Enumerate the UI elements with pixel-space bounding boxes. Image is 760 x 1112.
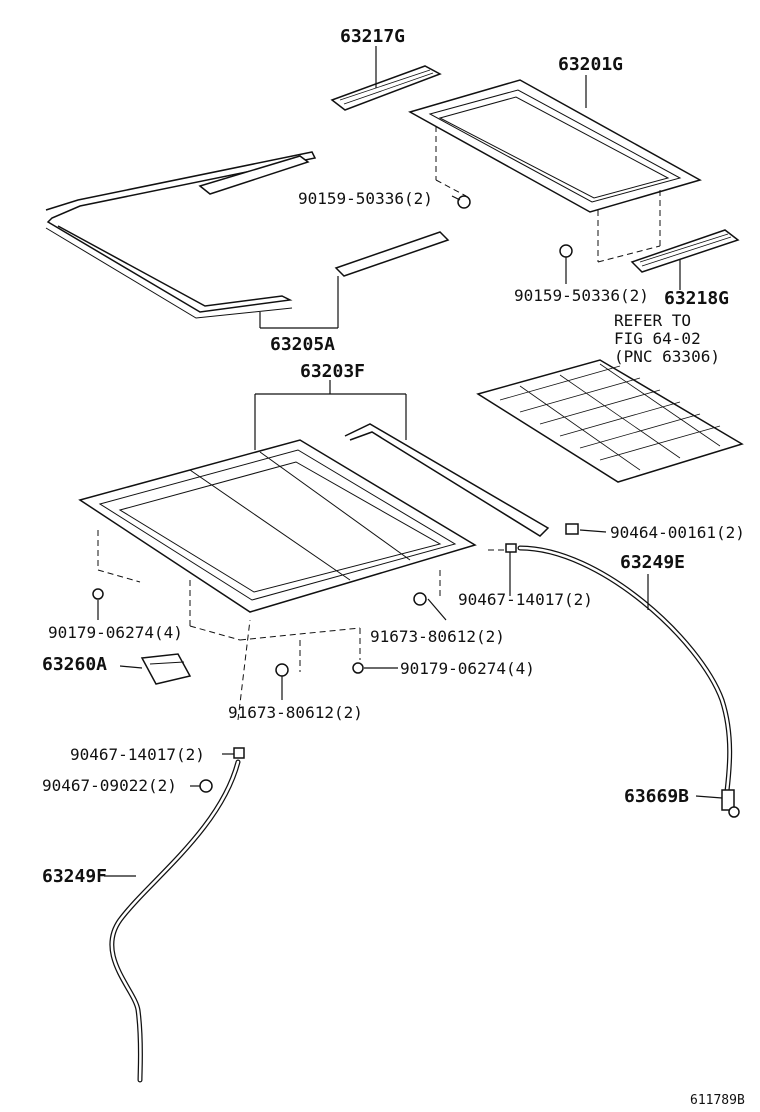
label-90467-09022: 90467-09022(2): [42, 776, 177, 795]
sunshade-panel-drawing: [476, 359, 744, 483]
part-63205A-drawing: [45, 151, 450, 329]
screw-90179-mid: [352, 662, 398, 674]
part-63669B-drawing: [695, 789, 740, 818]
label-63249F: 63249F: [42, 866, 107, 887]
label-90467-right: 90467-14017(2): [458, 590, 593, 609]
label-63205A: 63205A: [270, 334, 335, 355]
part-63249E-drawing: [517, 545, 733, 803]
label-refer-line1: REFER TO: [614, 311, 691, 330]
clip-90464: [565, 523, 607, 535]
part-63203F-drawing: [78, 380, 550, 672]
label-63201G: 63201G: [558, 54, 623, 75]
label-refer-line2: FIG 64-02: [614, 329, 701, 348]
label-91673-mid: 91673-80612(2): [228, 703, 363, 722]
label-63669B: 63669B: [624, 786, 689, 807]
label-90179-left: 90179-06274(4): [48, 623, 183, 642]
label-90179-mid: 90179-06274(4): [400, 659, 535, 678]
part-63201G-drawing: [408, 75, 702, 263]
label-90159-lower: 90159-50336(2): [514, 286, 649, 305]
clamp-90467-left: [222, 619, 251, 759]
part-63260A-drawing: [119, 653, 192, 685]
label-63218G: 63218G: [664, 288, 729, 309]
label-91673-right: 91673-80612(2): [370, 627, 505, 646]
clamp-90467-09022: [190, 779, 213, 793]
label-refer-line3: (PNC 63306): [614, 347, 720, 366]
figure-id: 611789B: [690, 1093, 745, 1108]
part-63249F-drawing: [104, 759, 241, 1083]
label-90159-upper: 90159-50336(2): [298, 189, 433, 208]
label-90467-left: 90467-14017(2): [70, 745, 205, 764]
label-63260A: 63260A: [42, 654, 107, 675]
part-63218G-drawing: [630, 229, 740, 290]
label-63203F: 63203F: [300, 361, 365, 382]
screw-90179-left: [92, 588, 104, 620]
part-63217G-drawing: [330, 46, 442, 111]
clamp-90467-right: [505, 543, 517, 596]
screw-91673-right: [413, 592, 447, 621]
bolt-90159-lower: [559, 244, 573, 284]
label-63249E: 63249E: [620, 552, 685, 573]
label-90464: 90464-00161(2): [610, 523, 745, 542]
label-63217G: 63217G: [340, 26, 405, 47]
bolt-90159-upper: [451, 195, 471, 209]
screw-91673-mid: [275, 663, 289, 700]
